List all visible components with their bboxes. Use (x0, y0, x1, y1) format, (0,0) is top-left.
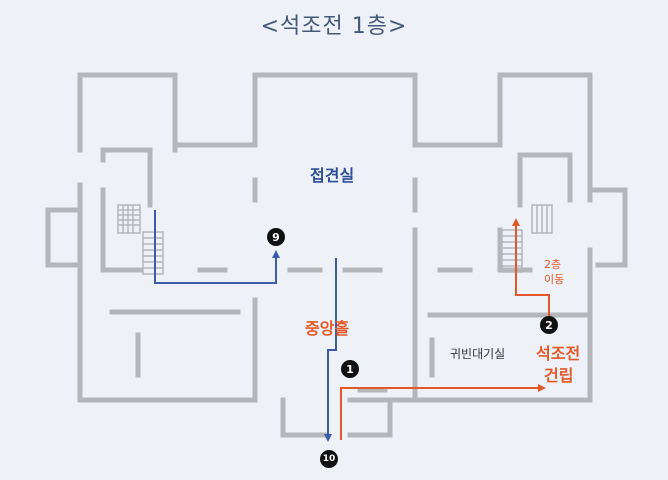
floor-move-line2: 이동 (544, 273, 565, 286)
floor-move-line1: 2층 (544, 258, 562, 271)
blue-arrow-down (324, 434, 332, 442)
walls (45, 72, 628, 438)
orange-arrow-up (512, 218, 520, 226)
marker-1: 1 (341, 360, 359, 378)
left-stairs (117, 204, 164, 275)
marker-10: 10 (320, 450, 338, 468)
orange-arrow-right (538, 384, 546, 392)
room-central-hall: 중앙홀 (305, 319, 350, 338)
orange-route (340, 224, 550, 440)
building-label-line1: 석조전 (536, 344, 581, 363)
room-reception: 접견실 (310, 166, 355, 185)
right-stairs (501, 204, 553, 273)
blue-route (154, 210, 337, 436)
blue-arrow-up (272, 250, 280, 258)
room-waiting: 귀빈대기실 (450, 347, 506, 361)
map-title: <석조전 1층> (260, 14, 408, 39)
marker-9: 9 (267, 228, 285, 246)
building-label-line2: 건립 (544, 366, 574, 385)
marker-2: 2 (540, 316, 558, 334)
